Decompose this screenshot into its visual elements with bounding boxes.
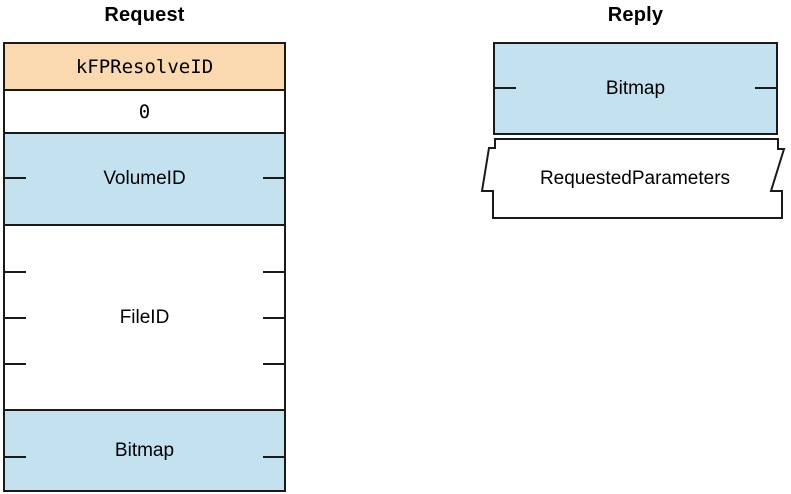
field-label: 0 bbox=[138, 100, 151, 123]
byte-boundary-tick bbox=[263, 177, 284, 179]
byte-boundary-tick bbox=[263, 317, 284, 319]
variable-length-field-shape bbox=[480, 138, 786, 219]
field-label: FileID bbox=[119, 306, 170, 328]
request-field-fileid: FileID bbox=[3, 224, 286, 411]
byte-boundary-tick bbox=[5, 271, 26, 273]
reply-field-bitmap: Bitmap bbox=[493, 42, 778, 135]
field-label: kFPResolveID bbox=[75, 55, 214, 78]
request-column-title: Request bbox=[104, 4, 185, 26]
request-field-kfpresolveid: kFPResolveID bbox=[3, 42, 286, 91]
reply-column-title: Reply bbox=[607, 4, 664, 26]
request-field-pad-zero: 0 bbox=[3, 89, 286, 134]
reply-field-requestedparameters: RequestedParameters bbox=[493, 139, 777, 218]
request-field-bitmap: Bitmap bbox=[3, 409, 286, 492]
variable-length-field-outline bbox=[480, 138, 786, 219]
byte-boundary-tick bbox=[5, 456, 26, 458]
byte-boundary-tick bbox=[263, 363, 284, 365]
field-label: Bitmap bbox=[114, 439, 175, 461]
byte-boundary-tick bbox=[5, 317, 26, 319]
byte-boundary-tick bbox=[263, 271, 284, 273]
field-label: VolumeID bbox=[103, 168, 186, 189]
field-label: RequestedParameters bbox=[539, 167, 731, 189]
field-label: Bitmap bbox=[605, 77, 666, 99]
byte-boundary-tick bbox=[495, 87, 516, 89]
byte-boundary-tick bbox=[263, 456, 284, 458]
byte-boundary-tick bbox=[755, 87, 776, 89]
byte-boundary-tick bbox=[5, 177, 26, 179]
request-field-volumeid: VolumeID bbox=[3, 132, 286, 226]
byte-boundary-tick bbox=[5, 363, 26, 365]
